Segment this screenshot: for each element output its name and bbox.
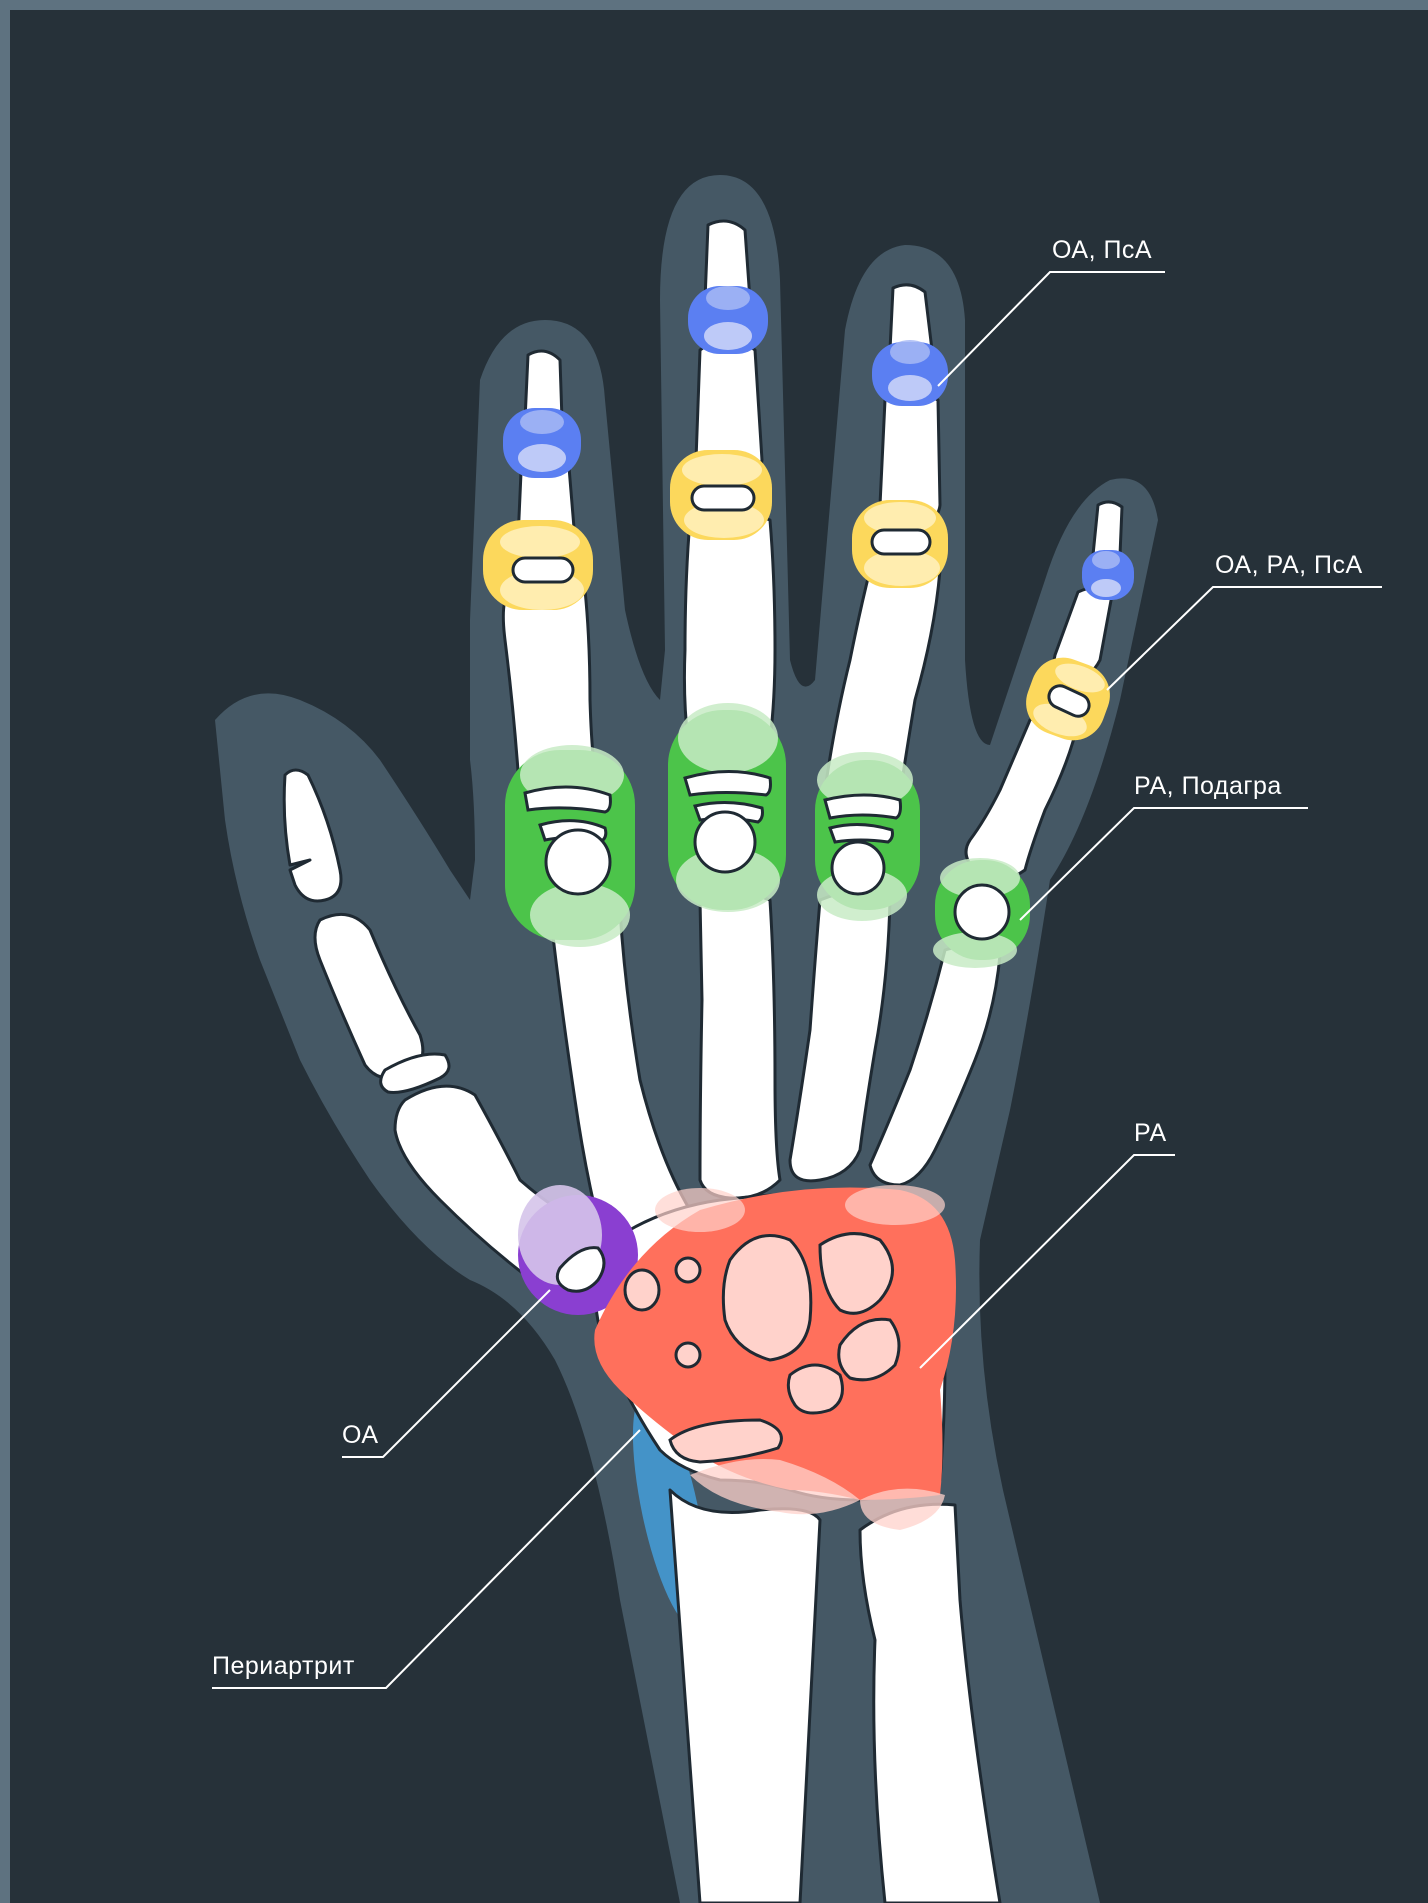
pip-joint-icon xyxy=(483,520,593,610)
label-oa-ra-psa: ОА, РА, ПсА xyxy=(1215,551,1363,579)
dip-joint-icon xyxy=(688,286,768,354)
label-oa: ОА xyxy=(342,1421,379,1449)
mcp-joint-icon xyxy=(933,858,1030,968)
mcp-joint-icon xyxy=(668,703,786,912)
mcp-joint-icon xyxy=(505,745,635,947)
label-oa-psa: ОА, ПсА xyxy=(1052,236,1152,264)
pip-joint-icon xyxy=(852,500,948,588)
dip-joint-icon xyxy=(503,408,581,478)
dip-joint-icon xyxy=(872,340,948,406)
mcp-joint-icon xyxy=(815,752,920,921)
label-ra: РА xyxy=(1134,1119,1167,1147)
pip-joint-icon xyxy=(670,450,772,540)
label-periarthritis: Периартрит xyxy=(212,1652,355,1680)
middle-metacarpal xyxy=(700,893,780,1199)
label-ra-gout: РА, Подагра xyxy=(1134,772,1282,800)
dip-joint-icon xyxy=(1082,550,1134,600)
